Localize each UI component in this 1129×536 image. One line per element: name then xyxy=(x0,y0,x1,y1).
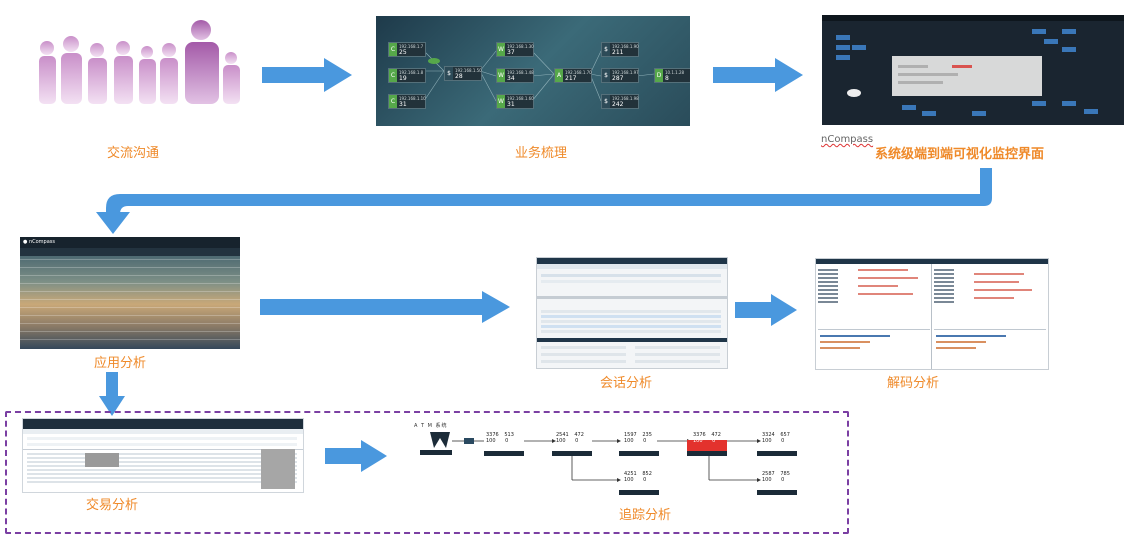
trace-node: 2587 785 100 0 xyxy=(762,471,790,483)
arrow-right-3 xyxy=(260,291,510,323)
people-silhouettes-image xyxy=(35,18,247,106)
trace-node-bar xyxy=(619,490,659,495)
tracing-diagram: A T M 系统 3376 513 100 0 2541 472 100 0 1… xyxy=(412,420,812,500)
stage-label-business: 业务梳理 xyxy=(515,146,568,161)
decode-analysis-screenshot xyxy=(815,258,1049,370)
analysis-group-frame xyxy=(5,411,849,534)
arrow-right-1 xyxy=(262,58,352,92)
application-analysis-screenshot: ● nCompass xyxy=(20,237,240,349)
trace-node-bar xyxy=(687,451,727,456)
stage-label-transaction: 交易分析 xyxy=(86,498,139,513)
trace-node-bar xyxy=(619,451,659,456)
arrow-down xyxy=(99,372,125,416)
stage-label-communication: 交流沟通 xyxy=(107,146,160,161)
trace-node-bar xyxy=(552,451,592,456)
trace-node-alert: 3376 472 100 0 xyxy=(693,432,721,444)
trace-node-bar xyxy=(484,451,524,456)
trace-node-bar xyxy=(757,451,797,456)
stage-label-session: 会话分析 xyxy=(600,376,653,391)
trace-node: 3324 657 100 0 xyxy=(762,432,790,444)
transaction-analysis-screenshot xyxy=(22,418,304,493)
stage-label-monitoring-prefix: nCompass xyxy=(821,134,874,145)
stage-label-decode: 解码分析 xyxy=(887,376,940,391)
stage-label-monitoring: 系统级端到端可视化监控界面 xyxy=(875,147,1045,162)
arrow-right-4 xyxy=(735,294,797,326)
monitoring-screenshot xyxy=(822,15,1124,125)
arrow-right-2 xyxy=(713,58,803,92)
arrow-return-down xyxy=(96,168,992,234)
stage-label-tracing: 追踪分析 xyxy=(619,508,672,523)
stage-label-application: 应用分析 xyxy=(94,356,147,371)
trace-node: 1597 235 100 0 xyxy=(624,432,652,444)
session-analysis-screenshot xyxy=(536,257,728,369)
trace-node-bar xyxy=(757,490,797,495)
trace-node: 4251 852 100 0 xyxy=(624,471,652,483)
trace-title: A T M 系统 xyxy=(414,423,448,429)
trace-node: 2541 472 100 0 xyxy=(556,432,584,444)
arrow-right-5 xyxy=(325,440,387,472)
trace-node: 3376 513 100 0 xyxy=(486,432,514,444)
